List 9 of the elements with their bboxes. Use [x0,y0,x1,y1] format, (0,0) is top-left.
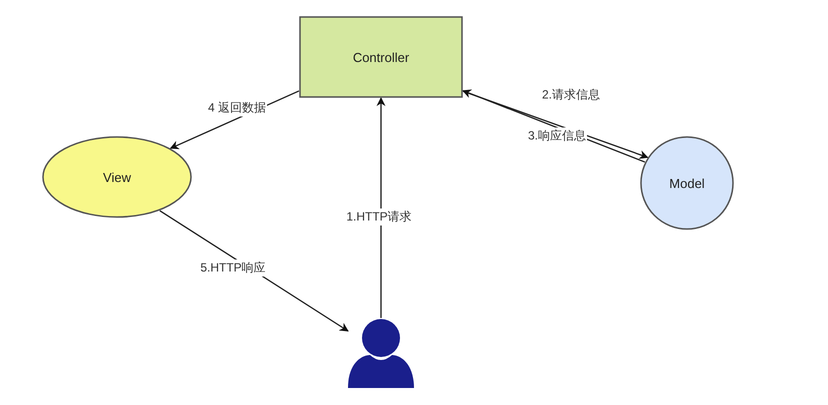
edge-label: 3.响应信息 [527,128,587,144]
edge-label: 4 返回数据 [207,100,267,116]
node-label: View [103,170,131,184]
node-label: Controller [352,50,410,64]
edge-label: 5.HTTP响应 [199,260,267,276]
edge-label: 1.HTTP请求 [345,208,413,226]
node-label: Model [669,176,705,190]
edge-label: 2.请求信息 [541,86,601,104]
arrow [376,97,386,318]
